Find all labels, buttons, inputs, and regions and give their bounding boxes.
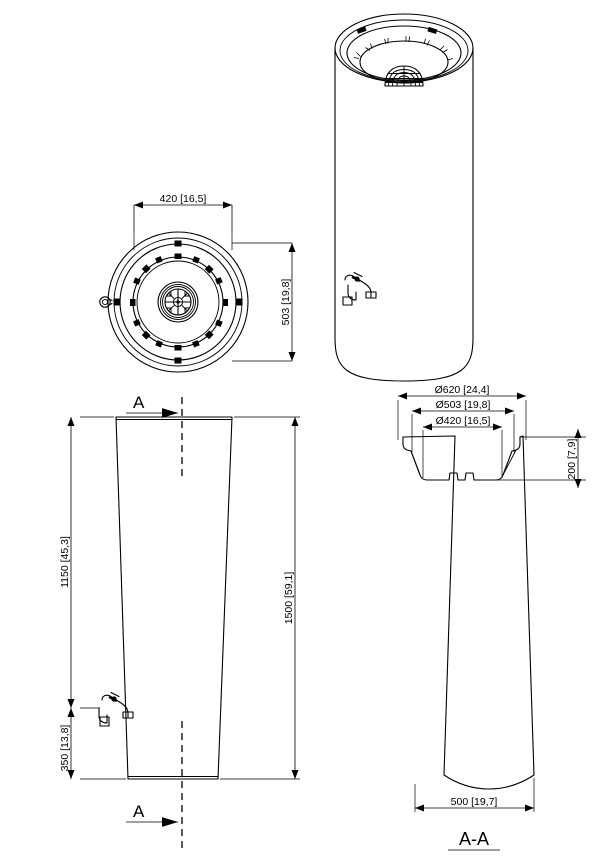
top-center-strainer: [157, 281, 199, 323]
iso-ring-ticks: [353, 36, 454, 61]
dim-section-420: Ø420 [16,5]: [422, 415, 503, 478]
section-title: A-A: [459, 829, 489, 849]
front-tap: [98, 691, 134, 727]
dim-top-420: 420 [16,5]: [133, 193, 233, 250]
iso-body-outline: [334, 47, 474, 382]
section-arrow-bottom: A: [126, 802, 178, 827]
dim-section-200: 200 [7,9]: [496, 429, 586, 488]
dim-section-503: Ø503 [19,8]: [411, 399, 515, 452]
section-arrow-top: A: [126, 393, 178, 418]
iso-tap: [342, 271, 377, 306]
dim-section-200-text: 200 [7,9]: [566, 438, 578, 479]
dim-front-1150-text: 1150 [45,3]: [59, 536, 71, 588]
dim-front-350-text: 350 [13,8]: [59, 725, 71, 772]
section-view: Ø620 [24,4] Ø503 [19,8] Ø420 [16,5] 200 …: [397, 384, 586, 851]
iso-dome-strainer: [384, 65, 424, 87]
dim-top-503-text: 503 [19,8]: [280, 279, 292, 326]
dim-section-620: Ø620 [24,4]: [397, 384, 527, 440]
dim-section-620-text: Ø620 [24,4]: [435, 384, 490, 396]
dim-section-500-text: 500 [19,7]: [451, 796, 498, 808]
top-side-lug: [99, 296, 113, 308]
top-lid-clips: [113, 240, 243, 364]
top-bolt-ticks: [130, 253, 228, 351]
top-inner-circle: [136, 260, 220, 344]
top-view: 420 [16,5] 503 [19,8]: [99, 193, 296, 373]
dim-top-503: 503 [19,8]: [232, 242, 296, 362]
dim-front-350: 350 [13,8]: [59, 708, 126, 780]
dim-front-1150: 1150 [45,3]: [59, 416, 114, 709]
dim-front-1500: 1500 [59,1]: [220, 416, 300, 780]
section-outline: [402, 435, 535, 790]
front-view: A A 1150 [45,3] 350 [13,8]: [59, 393, 300, 849]
dim-section-503-text: Ø503 [19,8]: [436, 399, 491, 411]
dim-front-1500-text: 1500 [59,1]: [283, 572, 295, 625]
dim-section-500: 500 [19,7]: [414, 778, 535, 812]
iso-rim-clips: [356, 26, 438, 35]
front-body-outline: [115, 416, 233, 780]
isometric-tank-view: [334, 13, 474, 382]
section-arrow-top-label: A: [133, 393, 145, 412]
section-inner-left: [410, 450, 421, 476]
section-inner-right: [502, 449, 517, 476]
section-arrow-bottom-label: A: [133, 802, 145, 821]
dim-section-420-text: Ø420 [16,5]: [436, 415, 491, 427]
dim-top-420-text: 420 [16,5]: [160, 193, 207, 205]
